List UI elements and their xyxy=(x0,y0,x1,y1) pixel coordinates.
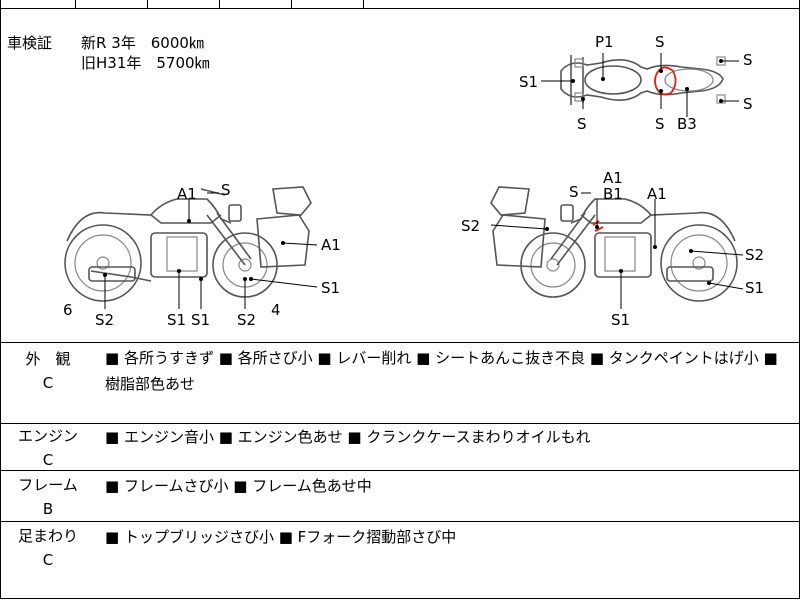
right-side-damage-mark xyxy=(592,220,604,232)
registration-label: 車検証 xyxy=(7,34,53,52)
section-frame: フレーム B ■ フレームさび小 ■ フレーム色あせ中 xyxy=(1,471,799,522)
label-left-S1-front: S1 xyxy=(321,279,340,297)
label-right-S1-rear: S1 xyxy=(745,279,764,297)
label-left-A1-bag: A1 xyxy=(321,236,341,254)
label-top-S-left: S xyxy=(577,115,587,133)
label-right-S1-engine: S1 xyxy=(611,311,630,329)
label-top-B3: B3 xyxy=(677,115,697,133)
right-side-diagram: A1 S B1 S2 A1 S2 S1 S1 xyxy=(461,169,764,329)
top-view-diagram: P1 S S1 S S S S B3 xyxy=(519,33,753,133)
label-left-S-mirror: S xyxy=(221,181,231,199)
label-left-S1-engine: S1 xyxy=(167,311,186,329)
registration-new-mileage: 新R 3年 6000㎞ xyxy=(81,34,204,52)
section-frame-description: ■ フレームさび小 ■ フレーム色あせ中 xyxy=(105,477,372,495)
section-engine-description: ■ エンジン音小 ■ エンジン色あせ ■ クランクケースまわりオイルもれ xyxy=(105,428,591,446)
label-right-S-mirror: S xyxy=(569,183,579,201)
label-left-S2-wheel: S2 xyxy=(237,311,256,329)
label-left-6: 6 xyxy=(63,301,73,319)
section-frame-grade: B xyxy=(42,500,54,518)
header-strip xyxy=(1,0,799,9)
section-suspension: 足まわり C ■ トップブリッジさび小 ■ Fフォーク摺動部さび中 xyxy=(1,522,799,598)
label-top-P1: P1 xyxy=(595,33,614,51)
top-view-damage-mark xyxy=(654,66,677,96)
label-right-S2-rear: S2 xyxy=(745,246,764,264)
label-right-A1-tank: A1 xyxy=(647,185,667,203)
label-left-4: 4 xyxy=(271,301,281,319)
section-suspension-description: ■ トップブリッジさび小 ■ Fフォーク摺動部さび中 xyxy=(105,528,457,546)
motorcycle-diagrams: P1 S S1 S S S S B3 xyxy=(63,33,764,329)
section-suspension-grade: C xyxy=(42,551,54,569)
label-top-S1: S1 xyxy=(519,73,538,91)
label-right-A1-top: A1 xyxy=(603,169,623,187)
section-exterior-description: ■ 各所うすきず ■ 各所さび小 ■ レバー削れ ■ シートあんこ抜き不良 ■ … xyxy=(105,349,778,393)
label-top-S-rear-lower: S xyxy=(743,95,753,113)
label-top-S-rear-upper: S xyxy=(743,51,753,69)
left-side-diagram: A1 S A1 S1 S2 S1 S1 S2 6 4 xyxy=(63,181,341,329)
label-left-A1-tank: A1 xyxy=(177,185,197,203)
label-top-S-front: S xyxy=(655,33,665,51)
section-engine: エンジン C ■ エンジン音小 ■ エンジン色あせ ■ クランクケースまわりオイ… xyxy=(1,424,799,471)
section-suspension-category: 足まわり xyxy=(17,527,78,545)
section-engine-grade: C xyxy=(42,451,54,469)
section-exterior-grade: C xyxy=(42,374,54,392)
registration-old-mileage: 旧H31年 5700㎞ xyxy=(81,54,210,72)
section-exterior: 外 観 C ■ 各所うすきず ■ 各所さび小 ■ レバー削れ ■ シートあんこ抜… xyxy=(1,343,799,424)
section-exterior-category: 外 観 xyxy=(25,350,71,368)
damage-diagram-area: 車検証 新R 3年 6000㎞ 旧H31年 5700㎞ xyxy=(1,9,799,343)
label-right-S2-bag: S2 xyxy=(461,217,480,235)
label-top-S-bottom: S xyxy=(655,115,665,133)
label-right-B1: B1 xyxy=(603,185,623,203)
label-left-S2-muffler: S2 xyxy=(95,311,114,329)
section-engine-category: エンジン xyxy=(17,427,78,445)
label-left-S1-frame: S1 xyxy=(191,311,210,329)
section-frame-category: フレーム xyxy=(18,476,78,494)
